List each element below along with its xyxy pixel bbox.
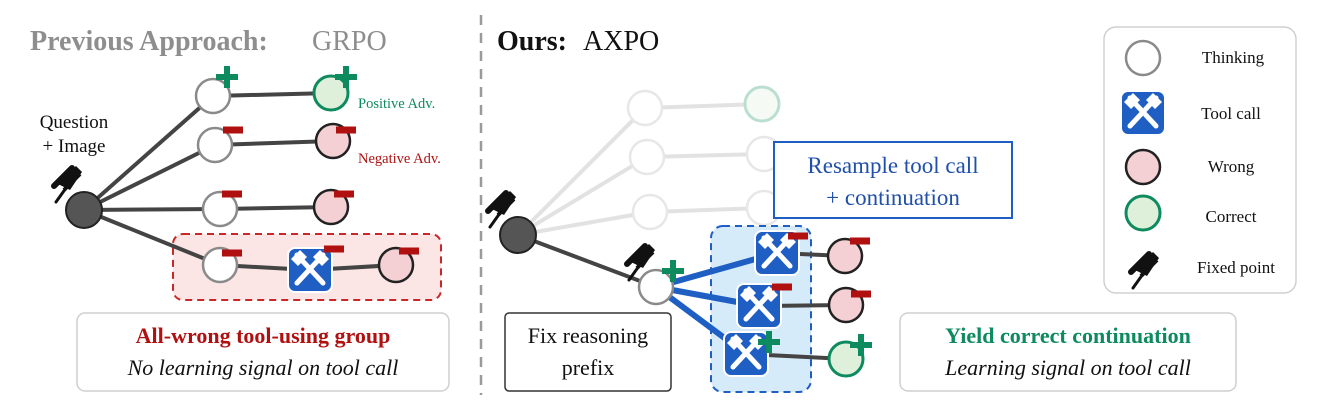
resample-line1: Resample tool call (807, 153, 978, 178)
wrong-node-icon (1124, 148, 1162, 186)
left-caption-title: All-wrong tool-using group (136, 323, 391, 348)
thinking-node-icon (1124, 39, 1162, 77)
right-panel: Ours: AXPO Resample (488, 26, 1237, 393)
wrong-outcome-node (377, 246, 415, 284)
fix-prefix-box (504, 312, 672, 392)
resample-line2: + continuation (826, 185, 960, 210)
positive-adv-label: Positive Adv. (358, 96, 435, 112)
wrong-outcome-node (312, 188, 350, 226)
tool-call-icon (1121, 91, 1165, 135)
left-panel: Previous Approach: GRPO Question + Image (30, 26, 450, 392)
right-title-method: AXPO (583, 26, 659, 57)
correct-outcome-node (312, 74, 350, 112)
question-root-node (65, 191, 103, 229)
negative-icon (324, 245, 344, 253)
prefix-edge (517, 233, 657, 289)
left-caption-box (76, 312, 450, 392)
right-caption-subtitle: Learning signal on tool call (944, 355, 1191, 380)
negative-icon (222, 249, 242, 257)
tool-call-icon (288, 248, 332, 292)
tool-call-icon (724, 332, 768, 376)
negative-icon (772, 283, 792, 291)
fix-prefix-line2: prefix (562, 355, 615, 380)
right-caption-title: Yield correct continuation (945, 323, 1191, 348)
negative-icon (788, 232, 808, 240)
fixed-prefix-node (637, 268, 675, 306)
left-title-method: GRPO (312, 26, 387, 57)
correct-node-icon (1124, 194, 1162, 232)
right-title-bold: Ours: (497, 26, 567, 57)
left-thinking-nodes (194, 77, 239, 284)
question-label-line2: + Image (43, 136, 106, 157)
left-title-bold: Previous Approach: (30, 26, 268, 57)
legend-correct-label: Correct (1206, 207, 1257, 226)
negative-icon (336, 126, 356, 134)
legend-wrong-label: Wrong (1208, 157, 1255, 176)
left-caption-subtitle: No learning signal on tool call (127, 355, 399, 380)
negative-icon (223, 126, 243, 134)
resample-callout (773, 141, 1013, 219)
right-caption-box (899, 312, 1237, 392)
correct-outcome-node (827, 340, 865, 378)
legend-thinking-label: Thinking (1202, 48, 1265, 67)
legend-fixed-label: Fixed point (1197, 258, 1275, 277)
legend-tool-label: Tool call (1201, 104, 1261, 123)
negative-icon (334, 190, 354, 198)
negative-icon (851, 290, 871, 298)
negative-icon (850, 237, 870, 245)
negative-icon (399, 247, 419, 255)
fix-prefix-line1: Fix reasoning (528, 323, 648, 348)
legend: Thinking Tool call Wrong Correct Fixed p… (1103, 26, 1297, 294)
negative-icon (222, 190, 242, 198)
question-root-node (499, 216, 537, 254)
faded-rollouts (516, 85, 783, 237)
question-label-line1: Question (40, 112, 109, 133)
negative-adv-label: Negative Adv. (358, 151, 441, 167)
wrong-outcome-node (826, 237, 864, 275)
tool-call-icon (737, 284, 781, 328)
